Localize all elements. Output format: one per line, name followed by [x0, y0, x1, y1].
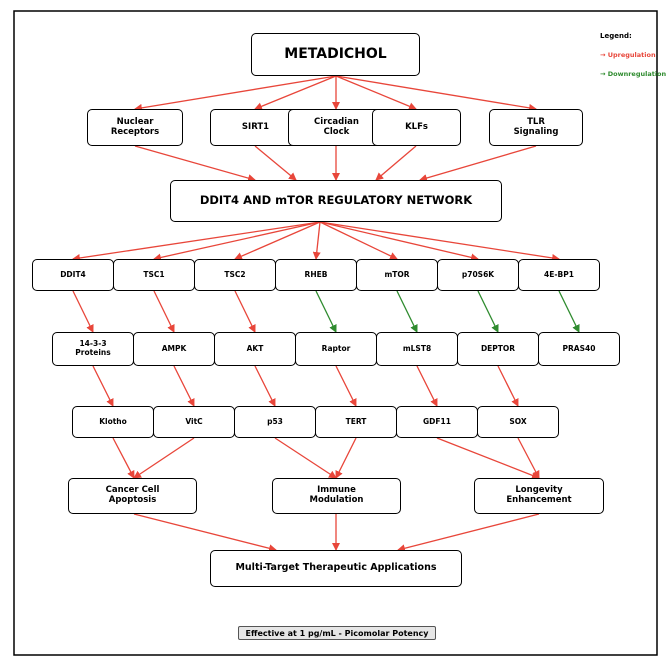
tier2-node: mTOR [356, 259, 438, 291]
tier2-node: p70S6K [437, 259, 519, 291]
tier3-node: Raptor [295, 332, 377, 366]
metadichol-node: METADICHOL [251, 33, 420, 76]
tier3-edge [335, 365, 357, 407]
tier5-node: Cancer Cell Apoptosis [68, 478, 197, 514]
tier1-edge [254, 145, 297, 181]
metadichol-edge [335, 75, 537, 112]
hub-edge [312, 221, 321, 260]
hub-edge [319, 221, 560, 262]
hub-edge [319, 221, 398, 260]
tier2-node: 4E-BP1 [518, 259, 600, 291]
tier1-node: Circadian Clock [288, 109, 385, 146]
legend-upregulation: → Upregulation [600, 51, 656, 59]
tier4-edge [133, 437, 195, 479]
tier5-node: Immune Modulation [272, 478, 401, 514]
hub-edge [234, 221, 321, 260]
tier3-edge [173, 365, 195, 407]
tier5-edge [397, 513, 540, 553]
metadichol-edge [335, 75, 417, 111]
tier4-edge [274, 437, 337, 479]
hub-edge [319, 221, 479, 262]
tier1-edge [375, 145, 417, 181]
tier1-edge [134, 145, 256, 182]
tier2-edge [153, 290, 175, 333]
tier2-node: TSC2 [194, 259, 276, 291]
tier2-node: TSC1 [113, 259, 195, 291]
tier4-node: SOX [477, 406, 559, 438]
tier1-node: Nuclear Receptors [87, 109, 183, 146]
tier4-edge [436, 437, 540, 480]
hub-edge [153, 221, 321, 262]
potency-footer: Effective at 1 pg/mL - Picomolar Potency [238, 626, 436, 640]
tier2-edge [558, 290, 580, 333]
metadichol-edge [134, 75, 337, 112]
tier2-node: RHEB [275, 259, 357, 291]
tier4-node: GDF11 [396, 406, 478, 438]
tier4-node: VitC [153, 406, 235, 438]
tier1-edge [419, 145, 537, 182]
tier1-node: KLFs [372, 109, 461, 146]
tier5-edge [133, 513, 277, 553]
tier3-node: AMPK [133, 332, 215, 366]
tier1-node: TLR Signaling [489, 109, 583, 146]
tier3-edge [254, 365, 276, 407]
tier4-node: TERT [315, 406, 397, 438]
tier4-edge [335, 437, 357, 479]
tier4-node: p53 [234, 406, 316, 438]
legend-title: Legend: [600, 32, 632, 40]
tier2-edge [477, 290, 499, 333]
tier2-edge [234, 290, 256, 333]
tier4-node: Klotho [72, 406, 154, 438]
tier3-node: 14-3-3 Proteins [52, 332, 134, 366]
outer-border [13, 10, 658, 656]
tier5-node: Longevity Enhancement [474, 478, 604, 514]
regulatory-network-hub: DDIT4 AND mTOR REGULATORY NETWORK [170, 180, 502, 222]
tier4-edge [112, 437, 135, 479]
tier3-node: AKT [214, 332, 296, 366]
therapeutic-applications-node: Multi-Target Therapeutic Applications [210, 550, 462, 587]
tier3-edge [416, 365, 438, 407]
tier3-node: mLST8 [376, 332, 458, 366]
tier3-node: PRAS40 [538, 332, 620, 366]
tier2-edge [72, 290, 94, 333]
tier2-edge [396, 290, 418, 333]
tier2-edge [315, 290, 337, 333]
tier2-node: DDIT4 [32, 259, 114, 291]
tier1-node: SIRT1 [210, 109, 301, 146]
metadichol-edge [254, 75, 337, 111]
tier3-edge [92, 365, 114, 407]
tier3-edge [497, 365, 519, 407]
hub-edge [72, 221, 321, 262]
tier4-edge [517, 437, 540, 479]
tier3-node: DEPTOR [457, 332, 539, 366]
legend-downregulation: → Downregulation [600, 70, 667, 78]
